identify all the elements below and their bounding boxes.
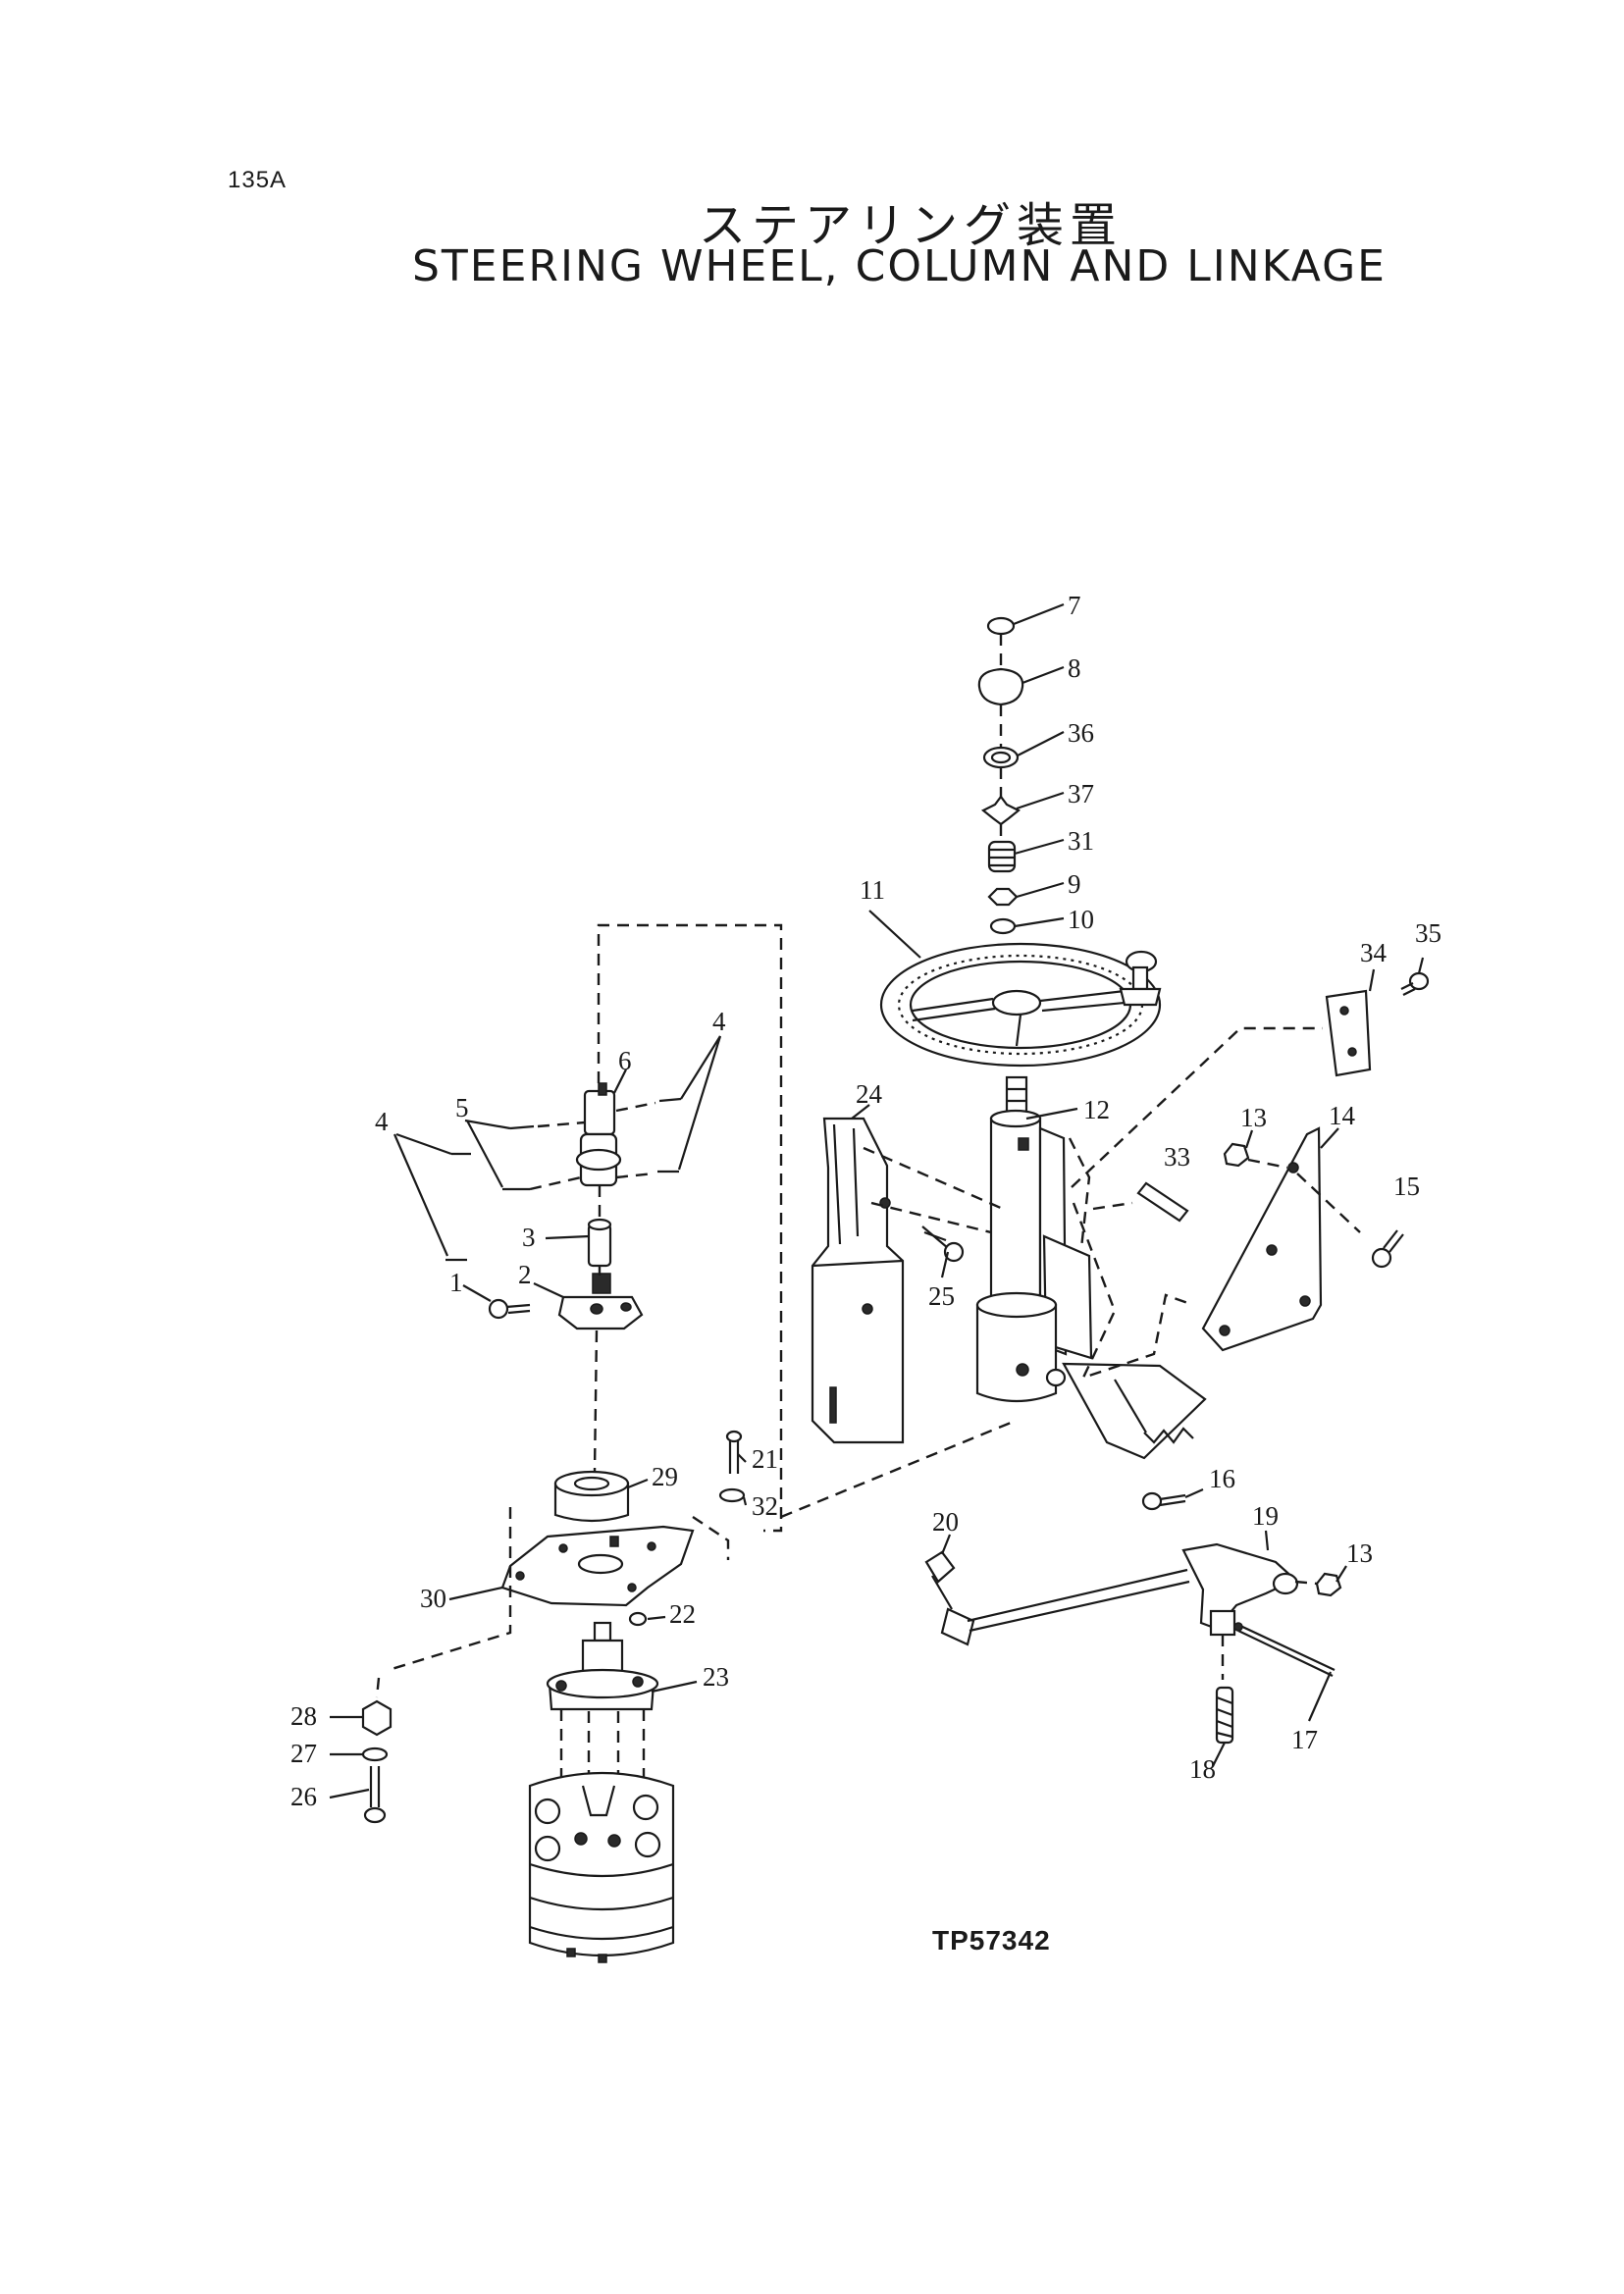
callout-34: 34 [1360, 938, 1388, 967]
part-27-washer [361, 1747, 389, 1762]
callout-9: 9 [1068, 869, 1081, 899]
callout-32: 32 [752, 1491, 778, 1521]
part-15-bolt [1371, 1229, 1404, 1269]
callout-13-upper: 13 [1240, 1103, 1267, 1132]
callout-11: 11 [860, 875, 885, 905]
callout-7: 7 [1068, 591, 1081, 620]
part-26-bolt [363, 1766, 387, 1824]
part-32-washer [718, 1487, 746, 1503]
callout-25: 25 [928, 1281, 955, 1311]
callout-2: 2 [518, 1260, 532, 1289]
steering-wheel-assembly [879, 616, 1162, 1068]
callout-labels: 7 8 36 37 31 9 10 11 12 24 25 33 13 14 1… [290, 591, 1441, 1811]
part-30-mounting-plate [500, 1525, 695, 1607]
callout-33: 33 [1164, 1142, 1190, 1172]
part-37-washer [980, 795, 1022, 826]
part-14-mounting-bracket [1201, 1126, 1323, 1352]
callout-6: 6 [618, 1046, 632, 1075]
part-33-pin [1136, 1181, 1189, 1223]
part-5-pin [509, 1124, 535, 1130]
callout-15: 15 [1393, 1172, 1420, 1201]
callout-27: 27 [290, 1739, 317, 1768]
callout-4-right: 4 [712, 1007, 726, 1036]
callout-29: 29 [652, 1462, 678, 1491]
callout-22: 22 [669, 1599, 696, 1629]
part-9-nut [987, 887, 1019, 907]
part-6-yoke [583, 1089, 616, 1136]
part-25-bolt [921, 1225, 965, 1263]
part-20-tie-rod [924, 1550, 1190, 1646]
page-title-english: STEERING WHEEL, COLUMN AND LINKAGE [412, 241, 1387, 291]
callout-24: 24 [856, 1079, 883, 1109]
part-35-bolt [1400, 971, 1430, 996]
callout-35: 35 [1415, 918, 1441, 948]
callout-14: 14 [1329, 1101, 1356, 1130]
part-13-nut-upper [1223, 1142, 1250, 1168]
part-23-steering-valve [528, 1621, 675, 1963]
part-16-bolt [1141, 1491, 1186, 1511]
part-12-steering-column [975, 1075, 1207, 1460]
callout-3: 3 [522, 1223, 536, 1252]
callout-37: 37 [1068, 779, 1094, 808]
part-3-shaft [587, 1223, 612, 1268]
universal-joint-group [445, 1082, 682, 1473]
part-13-nut-lower [1315, 1572, 1342, 1597]
callout-26: 26 [290, 1782, 317, 1811]
page-code: 135A [228, 167, 288, 193]
callout-8: 8 [1068, 653, 1081, 683]
part-29-spacer [553, 1470, 630, 1523]
part-34-bracket-plate [1325, 989, 1372, 1077]
callout-23: 23 [703, 1662, 729, 1692]
callout-31: 31 [1068, 826, 1094, 856]
callout-28: 28 [290, 1701, 317, 1731]
leader-lines [329, 602, 1425, 1799]
callout-1: 1 [449, 1268, 463, 1297]
callout-19: 19 [1252, 1501, 1279, 1531]
part-36-ring [982, 746, 1020, 769]
callout-21: 21 [752, 1444, 778, 1474]
part-28-nut [361, 1677, 393, 1737]
callout-20: 20 [932, 1507, 959, 1537]
callout-4-left: 4 [375, 1107, 389, 1136]
part-1-bolt [488, 1298, 509, 1320]
callout-30: 30 [420, 1584, 446, 1613]
callout-36: 36 [1068, 718, 1094, 748]
page-title-japanese: ステアリング装置 [699, 198, 1124, 253]
figure-code: TP57342 [932, 1925, 1051, 1955]
part-8-cover [977, 667, 1024, 706]
part-10-washer [989, 917, 1017, 935]
callout-13-lower: 13 [1346, 1538, 1373, 1568]
callout-12: 12 [1083, 1095, 1110, 1124]
callout-18: 18 [1189, 1754, 1216, 1784]
part-22-pin [628, 1611, 648, 1627]
callout-17: 17 [1291, 1725, 1318, 1754]
part-21-bolt [725, 1430, 743, 1474]
callout-5: 5 [455, 1093, 469, 1122]
callout-16: 16 [1209, 1464, 1235, 1493]
part-24-column-cover [811, 1117, 905, 1444]
part-17-rod [1233, 1622, 1336, 1677]
part-7-cap [986, 616, 1016, 636]
part-19-lever [1181, 1542, 1299, 1637]
callout-10: 10 [1068, 905, 1094, 934]
part-18-spring [1215, 1635, 1234, 1745]
